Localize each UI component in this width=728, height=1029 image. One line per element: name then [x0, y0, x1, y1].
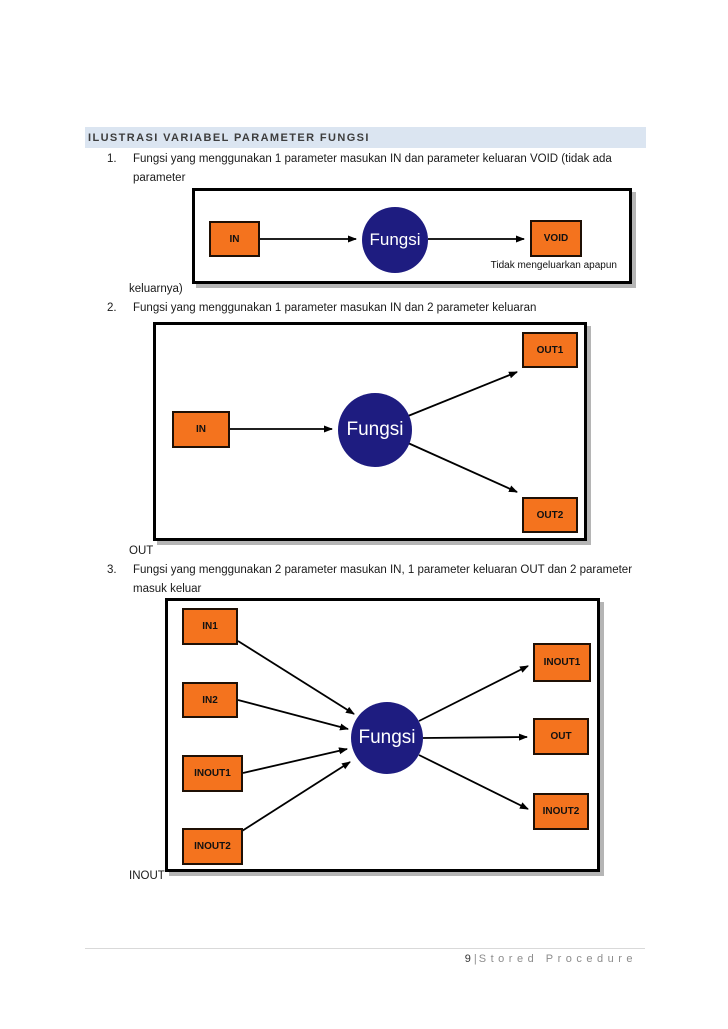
- list-item-2: 2. Fungsi yang menggunakan 1 parameter m…: [107, 299, 636, 318]
- item-number: 3.: [107, 564, 117, 576]
- page-footer: 9|Stored Procedure: [285, 953, 637, 965]
- void-box: VOID: [530, 220, 582, 257]
- fungsi-circle: Fungsi: [338, 393, 412, 467]
- fungsi-circle: Fungsi: [362, 207, 428, 273]
- footer-divider: [85, 948, 645, 949]
- footer-section-title: Stored Procedure: [478, 953, 637, 965]
- item-text: Fungsi yang menggunakan 2 parameter masu…: [133, 564, 633, 595]
- item-text: Fungsi yang menggunakan 1 parameter masu…: [133, 153, 612, 184]
- diagram-1-frame: IN Fungsi VOID Tidak mengeluarkan apapun: [192, 188, 632, 284]
- fungsi-circle: Fungsi: [351, 702, 423, 774]
- diagram-2-frame: IN Fungsi OUT1 OUT2: [153, 322, 587, 541]
- section-heading-title: ILUSTRASI VARIABEL PARAMETER FUNGSI: [88, 131, 370, 144]
- item-number: 1.: [107, 153, 117, 165]
- item-2-continuation: OUT: [129, 545, 154, 557]
- footer-separator: |: [473, 953, 477, 965]
- page-number: 9: [464, 953, 473, 965]
- section-heading-bar: ILUSTRASI VARIABEL PARAMETER FUNGSI: [85, 127, 646, 148]
- item-number: 2.: [107, 302, 117, 314]
- out2-box: OUT2: [522, 497, 578, 533]
- inout1-right-box: INOUT1: [533, 643, 591, 682]
- item-text: Fungsi yang menggunakan 1 parameter masu…: [133, 302, 537, 314]
- void-note-text: Tidak mengeluarkan apapun: [490, 260, 617, 271]
- inout1-left-box: INOUT1: [182, 755, 243, 792]
- out-box: OUT: [533, 718, 589, 755]
- in2-box: IN2: [182, 682, 238, 718]
- inout2-right-box: INOUT2: [533, 793, 589, 830]
- diagram-3-frame: IN1 IN2 INOUT1 INOUT2 Fungsi INOUT1 OUT …: [165, 598, 600, 872]
- in1-box: IN1: [182, 608, 238, 645]
- list-item-3: 3. Fungsi yang menggunakan 2 parameter m…: [107, 561, 636, 599]
- in-box: IN: [209, 221, 260, 257]
- out1-box: OUT1: [522, 332, 578, 368]
- list-item-1: 1. Fungsi yang menggunakan 1 parameter m…: [107, 150, 636, 188]
- item-3-continuation: INOUT: [129, 870, 165, 882]
- in-box: IN: [172, 411, 230, 448]
- inout2-left-box: INOUT2: [182, 828, 243, 865]
- item-1-continuation: keluarnya): [129, 283, 183, 295]
